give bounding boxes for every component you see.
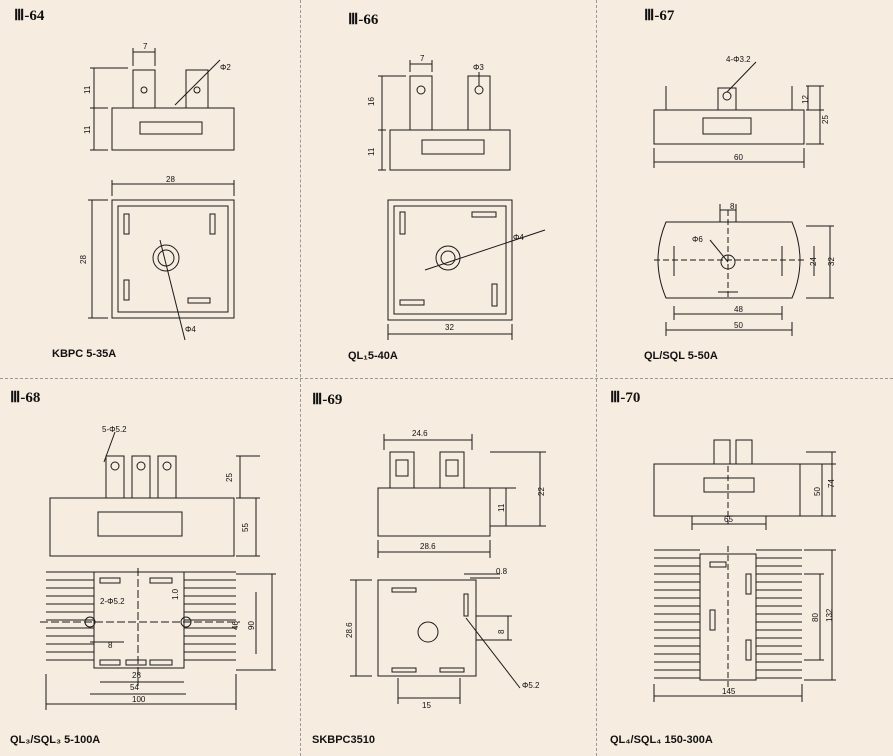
dim-label: 11 — [497, 503, 506, 512]
figure-id: Ⅲ-68 — [10, 390, 41, 406]
dim-label: 32 — [827, 257, 836, 266]
dim-label: 8 — [108, 641, 113, 650]
dim-label: 24.6 — [412, 429, 428, 438]
mount-hole — [152, 244, 180, 272]
heatsink-fins — [46, 571, 236, 661]
dim-label: Φ4 — [185, 325, 196, 334]
dim-label: 132 — [825, 608, 834, 622]
dim-label: 2-Φ5.2 — [100, 597, 125, 606]
figure-III-68: Ⅲ-68 5-Φ5.2 25 55 2-Φ5.2 1.0 46 90 8 — [0, 378, 300, 756]
dim-label: 28.6 — [345, 622, 354, 638]
model-label: QL₃/SQL₃ 5-100A — [10, 734, 101, 746]
skbpc-drawing: 24.6 22 11 28.6 0.8 28.6 8 Φ5.2 15 — [345, 429, 546, 710]
dim-label: 60 — [734, 153, 743, 162]
dim-label: 7 — [420, 54, 425, 63]
dim-label: 24 — [809, 257, 818, 266]
dim-label: 50 — [734, 321, 743, 330]
figure-id: Ⅲ-64 — [14, 8, 45, 24]
dim-label: 4-Φ3.2 — [726, 55, 751, 64]
dim-label: 90 — [247, 621, 256, 630]
dim-label: 55 — [241, 523, 250, 532]
model-label: SKBPC3510 — [312, 734, 375, 746]
model-label: QL₄/SQL₄ 150-300A — [610, 734, 713, 746]
dim-label: 25 — [821, 115, 830, 124]
dim-label: 1.0 — [171, 588, 180, 600]
dim-label: 28 — [132, 671, 141, 680]
row-divider — [0, 378, 893, 379]
body-side — [111, 107, 235, 151]
dim-label: 11 — [83, 125, 92, 134]
dim-label: 12 — [801, 95, 810, 104]
dim-label: 5-Φ5.2 — [102, 425, 127, 434]
model-label: QL₁5-40A — [348, 350, 398, 362]
dim-label: 7 — [143, 42, 148, 51]
dim-label: 28 — [166, 175, 175, 184]
dim-label: 32 — [445, 323, 454, 332]
heatsink-fins — [654, 549, 802, 679]
dim-label: 50 — [813, 487, 822, 496]
dim-label: Φ4 — [513, 233, 524, 242]
ql1-drawing: 7 Φ3 16 11 Φ4 32 — [367, 54, 546, 340]
figure-III-66: Ⅲ-66 7 Φ3 16 11 Φ4 32 QL₁5-40A — [300, 0, 596, 378]
dim-label: 11 — [83, 85, 92, 94]
dim-label: 0.8 — [496, 567, 508, 576]
dim-label: 48 — [734, 305, 743, 314]
ql4-drawing: 50 74 65 80 132 145 — [653, 439, 836, 702]
dim-label: 74 — [827, 479, 836, 488]
dim-label: Φ5.2 — [522, 681, 540, 690]
terminal — [185, 69, 209, 108]
dim-label: 28 — [79, 255, 88, 264]
dim-label: 8 — [730, 202, 735, 211]
dim-label: 28.6 — [420, 542, 436, 551]
figure-III-70: Ⅲ-70 50 74 65 80 132 145 QL₄/SQL₄ 150-30… — [596, 378, 893, 756]
dim-label: 65 — [724, 515, 733, 524]
dim-label: 8 — [497, 629, 506, 634]
figure-III-67: Ⅲ-67 4-Φ3.2 12 25 60 8 Φ6 24 32 — [596, 0, 893, 378]
figure-id: Ⅲ-69 — [312, 392, 343, 408]
figure-id: Ⅲ-66 — [348, 12, 379, 28]
figure-id: Ⅲ-70 — [610, 390, 641, 406]
body-bottom — [111, 199, 235, 319]
figure-III-64: Ⅲ-64 7 11 11 Φ2 28 28 Φ4 KBPC 5-35A — [0, 0, 300, 378]
ql-sql-drawing: 4-Φ3.2 12 25 60 8 Φ6 24 32 48 50 — [653, 55, 836, 336]
dim-label: 15 — [422, 701, 431, 710]
dim-label: Φ6 — [692, 235, 703, 244]
label-window — [139, 121, 203, 135]
model-label: KBPC 5-35A — [52, 348, 117, 360]
model-label: QL/SQL 5-50A — [644, 350, 718, 362]
dim-label: 22 — [537, 487, 546, 496]
figure-III-69: Ⅲ-69 24.6 22 11 28.6 0.8 28.6 8 Φ5.2 15 … — [300, 378, 596, 756]
dim-label: 11 — [367, 147, 376, 156]
dim-label: 80 — [811, 613, 820, 622]
dim-label: 145 — [722, 687, 736, 696]
dim-label: 54 — [130, 683, 139, 692]
dim-label: 25 — [225, 473, 234, 482]
figure-id: Ⅲ-67 — [644, 8, 675, 24]
terminal — [132, 69, 156, 108]
terminal-hole — [193, 86, 201, 94]
terminal-hole — [140, 86, 148, 94]
ql3-drawing: 5-Φ5.2 25 55 2-Φ5.2 1.0 46 90 8 28 54 10… — [40, 425, 276, 710]
dim-label: 46 — [231, 621, 240, 630]
dim-label: Φ3 — [473, 63, 484, 72]
dim-label: 100 — [132, 695, 146, 704]
kbpc-drawing: 7 11 11 Φ2 28 28 Φ4 — [79, 42, 235, 341]
dim-label: Φ2 — [220, 63, 231, 72]
dim-label: 16 — [367, 97, 376, 106]
